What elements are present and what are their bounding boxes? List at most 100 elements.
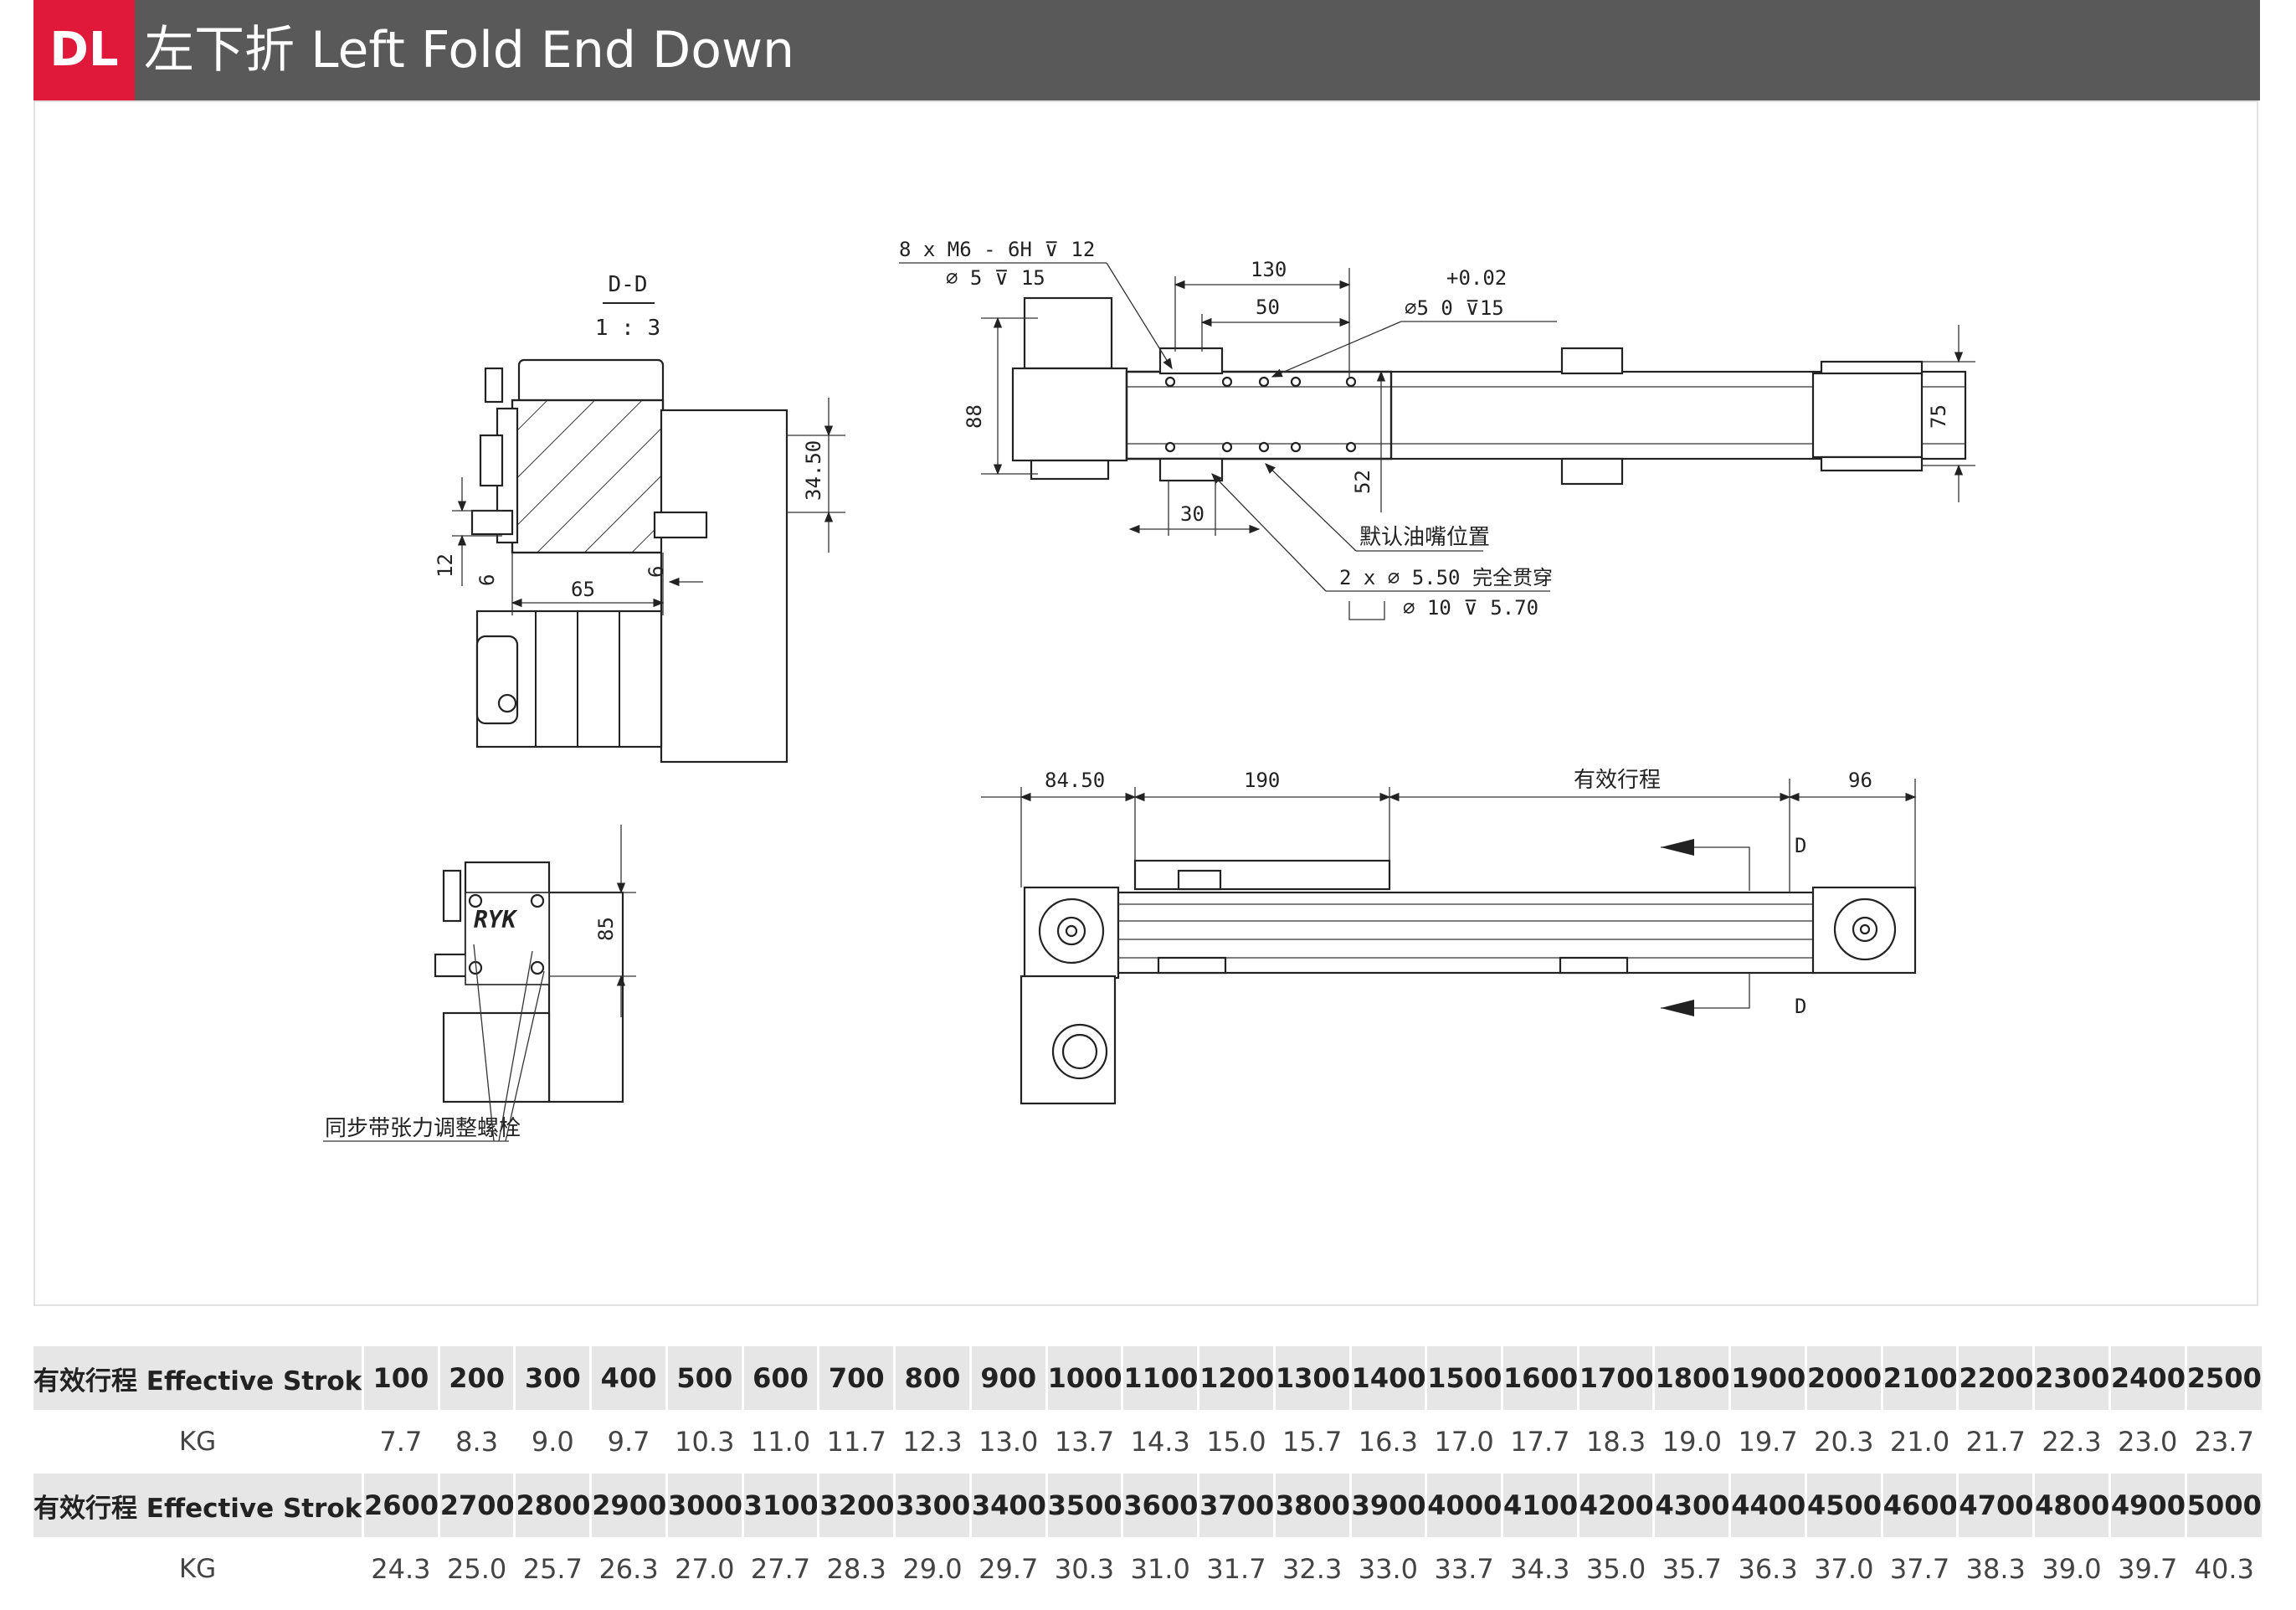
title-bar	[33, 0, 2260, 100]
table-cell: 4700	[1956, 1474, 2034, 1537]
dim-34-50: 34.50	[802, 440, 825, 501]
hole-note-1: 2 x ⌀ 5.50 完全贯穿	[1339, 566, 1553, 589]
table-cell: 29.0	[893, 1537, 971, 1601]
table-cell: 31.0	[1121, 1537, 1199, 1601]
drawing-frame	[33, 100, 2258, 1306]
table-cell: 700	[817, 1346, 895, 1410]
table-cell: 2100	[1880, 1346, 1958, 1410]
table-cell: 12.3	[893, 1410, 971, 1474]
table-cell: 1200	[1197, 1346, 1275, 1410]
dim-130: 130	[1251, 258, 1287, 281]
table-cell: 1500	[1425, 1346, 1502, 1410]
table-cell: 15.7	[1272, 1410, 1351, 1474]
table-cell: 2000	[1804, 1346, 1883, 1410]
table-cell: 1000	[1045, 1346, 1122, 1410]
table-cell: 3100	[741, 1474, 819, 1537]
table-cell: 18.3	[1576, 1410, 1654, 1474]
dim-50: 50	[1256, 296, 1280, 319]
table-cell: 500	[665, 1346, 743, 1410]
table-cell: 34.3	[1501, 1537, 1579, 1601]
section-mark-top: D	[1795, 834, 1806, 857]
table-cell: 2400	[2108, 1346, 2186, 1410]
table-cell: 8.3	[437, 1410, 515, 1474]
table-cell: 25.7	[513, 1537, 591, 1601]
table-cell: 3700	[1197, 1474, 1275, 1537]
dim-88: 88	[963, 404, 986, 429]
table-cell: 4600	[1880, 1474, 1958, 1537]
thread-note-1: 8 x M6 - 6H ⊽ 12	[899, 238, 1095, 261]
row-label: 有效行程 Effective Stroke	[33, 1474, 363, 1537]
table-cell: 35.7	[1652, 1537, 1730, 1601]
table-cell: 9.7	[589, 1410, 667, 1474]
table-cell: 4100	[1501, 1474, 1579, 1537]
end-view: RYK 85 同步带张力调整螺栓	[323, 825, 636, 1142]
table-cell: 19.7	[1728, 1410, 1806, 1474]
table-cell: 2600	[362, 1474, 439, 1537]
table-cell: 1100	[1121, 1346, 1199, 1410]
dim-96: 96	[1848, 769, 1872, 792]
row-label: KG	[33, 1410, 363, 1474]
table-cell: 900	[968, 1346, 1047, 1410]
dim-190: 190	[1244, 769, 1280, 792]
table-cell: 14.3	[1121, 1410, 1199, 1474]
table-cell: 21.0	[1880, 1410, 1958, 1474]
table-cell: 19.0	[1652, 1410, 1730, 1474]
table-cell: 39.0	[2032, 1537, 2110, 1601]
section-mark-bottom: D	[1795, 995, 1806, 1018]
dim-12: 12	[434, 553, 457, 578]
table-cell: 3600	[1121, 1474, 1199, 1537]
grease-note: 默认油嘴位置	[1359, 525, 1490, 550]
dim-84-50: 84.50	[1045, 769, 1105, 792]
table-cell: 17.0	[1425, 1410, 1502, 1474]
table-cell: 3500	[1045, 1474, 1122, 1537]
table-cell: 1300	[1272, 1346, 1351, 1410]
table-cell: 11.7	[817, 1410, 895, 1474]
dim-6a: 6	[475, 574, 499, 586]
page-title: 左下折 Left Fold End Down	[144, 21, 795, 80]
table-cell: 37.7	[1880, 1537, 1958, 1601]
table-cell: 4000	[1425, 1474, 1502, 1537]
table-cell: 800	[893, 1346, 971, 1410]
table-cell: 28.3	[817, 1537, 895, 1601]
table-cell: 15.0	[1197, 1410, 1275, 1474]
table-cell: 17.7	[1501, 1410, 1579, 1474]
table-cell: 4800	[2032, 1474, 2110, 1537]
table-cell: 32.3	[1272, 1537, 1351, 1601]
table-cell: 600	[741, 1346, 819, 1410]
front-view: 84.50 190 有效行程 96 D D	[981, 768, 1917, 1105]
row-label: 有效行程 Effective Stroke	[33, 1346, 363, 1410]
table-cell: 29.7	[968, 1537, 1047, 1601]
table-cell: 24.3	[362, 1537, 439, 1601]
table-cell: 31.7	[1197, 1537, 1275, 1601]
table-cell: 2500	[2184, 1346, 2262, 1410]
table-cell: 11.0	[741, 1410, 819, 1474]
table-cell: 3400	[968, 1474, 1047, 1537]
table-cell: 33.7	[1425, 1537, 1502, 1601]
table-cell: 1800	[1652, 1346, 1730, 1410]
table-cell: 25.0	[437, 1537, 515, 1601]
dim-65: 65	[571, 578, 595, 601]
table-cell: 9.0	[513, 1410, 591, 1474]
pin-tolerance: +0.02	[1446, 266, 1507, 290]
table-cell: 4300	[1652, 1474, 1730, 1537]
table-cell: 3300	[893, 1474, 971, 1537]
table-cell: 2300	[2032, 1346, 2110, 1410]
table-cell: 20.3	[1804, 1410, 1883, 1474]
table-cell: 36.3	[1728, 1537, 1806, 1601]
table-cell: 1900	[1728, 1346, 1806, 1410]
section-label: D-D	[609, 272, 648, 297]
row-label: KG	[33, 1537, 363, 1601]
table-cell: 5000	[2184, 1474, 2262, 1537]
section-scale: 1 : 3	[595, 316, 660, 341]
dim-85: 85	[594, 917, 618, 941]
thread-note-2: ⌀ 5 ⊽ 15	[946, 266, 1045, 290]
table-cell: 300	[513, 1346, 591, 1410]
table-cell: 27.7	[741, 1537, 819, 1601]
table-cell: 33.0	[1348, 1537, 1426, 1601]
table-cell: 23.7	[2184, 1410, 2262, 1474]
table-cell: 4400	[1728, 1474, 1806, 1537]
